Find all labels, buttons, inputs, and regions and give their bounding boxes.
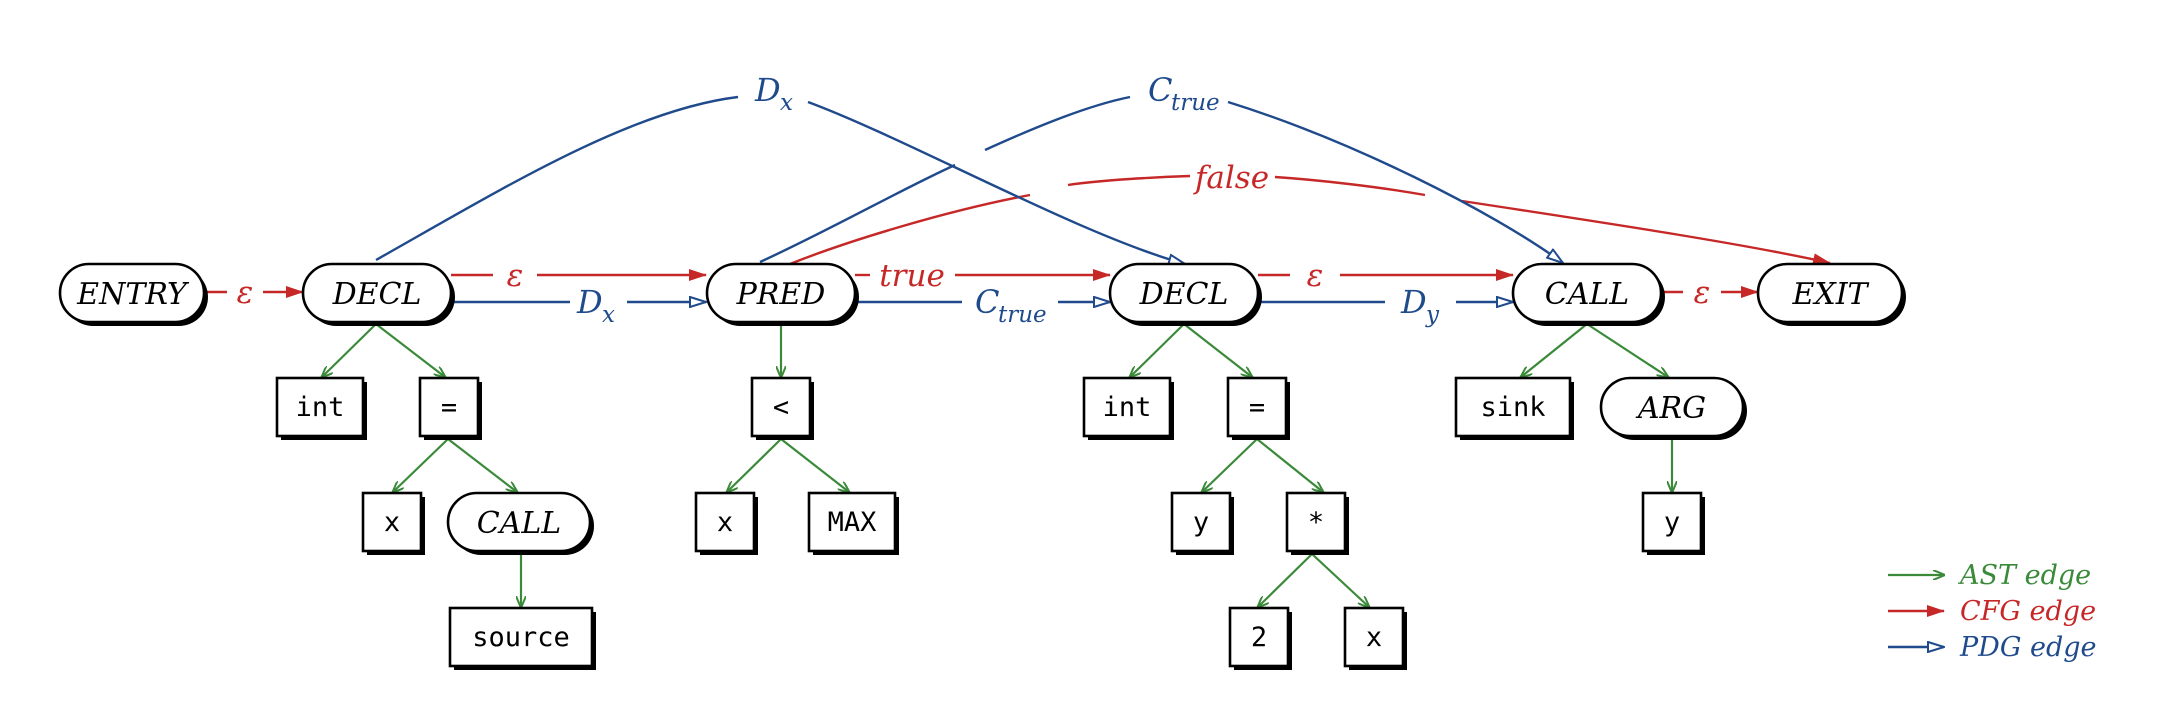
node-assign-1-label: = [441, 392, 457, 423]
svg-text:C: C [975, 283, 999, 321]
node-int-2: int [1082, 376, 1174, 440]
node-int-2-label: int [1103, 392, 1152, 423]
node-call-2: CALL [446, 491, 594, 555]
cfg-label-eps-4: ε [1694, 275, 1711, 311]
svg-text:x: x [780, 90, 793, 116]
node-y-2-label: y [1664, 507, 1680, 538]
legend-cfg: CFG edge [1888, 596, 2096, 627]
svg-text:D: D [1400, 283, 1427, 321]
node-entry-label: ENTRY [76, 277, 190, 312]
node-entry: ENTRY [58, 262, 208, 326]
node-two: 2 [1228, 606, 1292, 670]
svg-text:D: D [754, 71, 781, 109]
node-y-1-label: y [1193, 507, 1209, 538]
pdg-label-ctrue-1: C true [975, 283, 1047, 328]
cfg-edges [204, 174, 1831, 298]
node-x-2-label: x [717, 507, 733, 538]
node-pred-label: PRED [736, 277, 826, 312]
node-decl-2-label: DECL [1139, 277, 1229, 312]
node-assign-2-label: = [1249, 392, 1265, 423]
svg-text:true: true [998, 302, 1047, 328]
svg-text:y: y [1425, 302, 1440, 328]
node-x-1: x [361, 491, 425, 555]
node-arg: ARG [1599, 376, 1747, 440]
pdg-label-dy: D y [1400, 283, 1440, 328]
node-assign-2: = [1226, 376, 1290, 440]
edge-labels: ε ε true ε ε false D x C true D y D x C … [237, 71, 1711, 328]
node-decl-2: DECL [1108, 262, 1262, 326]
cfg-label-false: false [1193, 160, 1269, 196]
svg-text:D: D [576, 283, 603, 321]
legend-pdg-label: PDG edge [1959, 632, 2097, 663]
svg-text:x: x [602, 302, 615, 328]
node-x-3-label: x [1366, 622, 1382, 653]
node-x-2: x [694, 491, 758, 555]
node-sink: sink [1454, 376, 1574, 440]
legend-ast-label: AST edge [1957, 560, 2091, 591]
node-sink-label: sink [1480, 392, 1545, 423]
pdg-edges [375, 95, 1563, 302]
node-y-2: y [1641, 491, 1705, 555]
cfg-label-eps-1: ε [237, 275, 254, 311]
node-two-label: 2 [1251, 622, 1267, 653]
node-assign-1: = [418, 376, 482, 440]
node-x-3: x [1343, 606, 1407, 670]
svg-text:C: C [1148, 71, 1172, 109]
node-call-2-label: CALL [477, 506, 561, 541]
node-int-1-label: int [296, 392, 345, 423]
cfg-label-true: true [879, 258, 945, 294]
node-x-1-label: x [384, 507, 400, 538]
node-decl-1-label: DECL [332, 277, 422, 312]
svg-text:true: true [1171, 90, 1220, 116]
node-max: MAX [807, 491, 899, 555]
cfg-label-eps-2: ε [507, 258, 524, 294]
legend-cfg-label: CFG edge [1960, 596, 2096, 627]
node-y-1: y [1170, 491, 1234, 555]
node-less-than-label: < [773, 392, 789, 423]
cfg-label-eps-3: ε [1307, 258, 1324, 294]
pdg-label-ctrue-2: C true [1148, 71, 1220, 116]
legend-ast: AST edge [1888, 560, 2091, 591]
legend: AST edge CFG edge PDG edge [1888, 560, 2097, 663]
node-decl-1: DECL [301, 262, 455, 326]
node-multiply-label: * [1308, 507, 1324, 538]
node-multiply: * [1285, 491, 1349, 555]
ast-edges [322, 323, 1672, 607]
node-exit-label: EXIT [1791, 277, 1869, 312]
node-exit: EXIT [1756, 262, 1906, 326]
node-call-1-label: CALL [1545, 277, 1629, 312]
legend-pdg: PDG edge [1888, 632, 2097, 663]
node-max-label: MAX [828, 507, 877, 538]
pdg-label-dx-1: D x [576, 283, 615, 328]
node-less-than: < [750, 376, 814, 440]
node-source: source [448, 606, 596, 670]
node-arg-label: ARG [1635, 391, 1706, 426]
node-pred: PRED [705, 262, 859, 326]
node-source-label: source [472, 622, 570, 653]
node-int-1: int [275, 376, 367, 440]
pdg-label-dx-2: D x [754, 71, 793, 116]
node-call-1: CALL [1511, 262, 1665, 326]
